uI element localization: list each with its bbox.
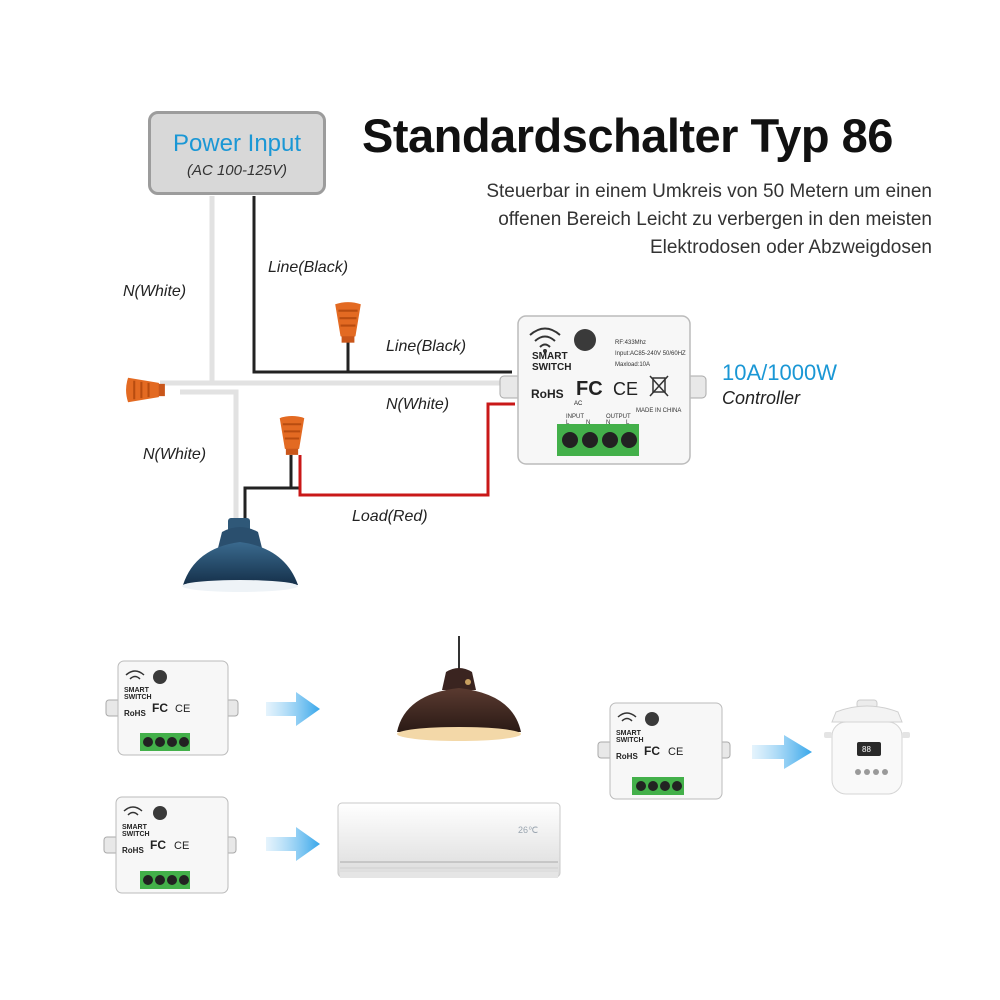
wire-line (243, 196, 512, 525)
arrow-right-icon (752, 735, 812, 769)
controller-rating: 10A/1000W (722, 360, 837, 385)
air-conditioner (337, 802, 561, 878)
label-line-horizontal: Line(Black) (386, 338, 467, 355)
svg-text:RoHS: RoHS (124, 709, 146, 718)
svg-text:RoHS: RoHS (122, 846, 144, 855)
svg-text:SMART: SMART (616, 730, 642, 737)
pendant-lamp-brown (397, 636, 521, 741)
terminal-label-1: L (566, 420, 570, 426)
small-module-2: SMART SWITCH RoHS FC CE (103, 796, 237, 894)
terminal-label-3: N (606, 420, 610, 426)
module-spec-rf: RF:433Mhz (615, 340, 646, 346)
wire-load (298, 402, 515, 497)
power-input-box: Power Input (AC 100-125V) (148, 111, 326, 195)
module-brand-line-1: SMART (532, 351, 568, 362)
svg-text:SWITCH: SWITCH (124, 694, 152, 701)
wire-nut-load (278, 414, 306, 456)
wire-nut-line (334, 300, 362, 344)
svg-text:SWITCH: SWITCH (122, 831, 150, 838)
module-input-label: INPUT (566, 414, 584, 420)
label-neutral-middle: N(White) (386, 396, 450, 413)
page-title: Standardschalter Typ 86 (362, 109, 893, 162)
ac-mark: AC (574, 401, 583, 407)
svg-text:FC: FC (150, 838, 166, 852)
label-neutral-left: N(White) (143, 446, 207, 463)
controller-label: Controller (722, 388, 801, 408)
controller-module (499, 315, 707, 465)
label-neutral-top: N(White) (123, 283, 187, 300)
module-brand-line-2: SWITCH (532, 362, 571, 373)
made-in-label: MADE IN CHINA (636, 408, 681, 414)
svg-text:SMART: SMART (122, 824, 148, 831)
arrow-right-icon (266, 827, 320, 861)
svg-text:SWITCH: SWITCH (616, 737, 644, 744)
svg-text:SMART: SMART (124, 687, 150, 694)
rohs-mark: RoHS (531, 387, 564, 401)
small-module-3: SMART SWITCH RoHS FC CE (597, 702, 731, 800)
svg-text:CE: CE (174, 840, 189, 852)
label-load: Load(Red) (352, 508, 428, 525)
ce-mark: CE (613, 379, 638, 399)
subtitle: Steuerbar in einem Umkreis von 50 Metern… (412, 178, 932, 262)
svg-text:RoHS: RoHS (616, 752, 638, 761)
subtitle-line-3: Elektrodosen oder Abzweigdosen (649, 237, 932, 258)
label-line-vertical: Line(Black) (268, 259, 349, 276)
module-spec-input: Input:AC85-240V 50/60HZ (615, 351, 686, 357)
module-output-label: OUTPUT (606, 414, 631, 420)
svg-text:FC: FC (152, 701, 168, 715)
subtitle-line-1: Steuerbar in einem Umkreis von 50 Metern… (486, 181, 932, 202)
rice-cooker (824, 699, 910, 795)
wire-neutral (160, 196, 512, 525)
cooker-display: 88 (862, 745, 871, 754)
fc-mark: FC (576, 378, 603, 400)
module-spec-maxload: Maxload:10A (615, 362, 650, 368)
wire-nut-neutral (124, 376, 166, 404)
weee-icon (649, 375, 669, 397)
terminal-label-2: N (586, 420, 590, 426)
aircon-display: 26℃ (518, 825, 538, 835)
svg-text:CE: CE (668, 746, 683, 758)
terminal-label-4: L (626, 420, 630, 426)
power-input-title: Power Input (172, 130, 302, 157)
subtitle-line-2: offenen Bereich Leicht zu verbergen in d… (498, 209, 932, 230)
pendant-lamp-blue (182, 518, 298, 592)
svg-text:FC: FC (644, 744, 660, 758)
small-module-1: SMART SWITCH RoHS FC CE (105, 660, 239, 756)
arrow-right-icon (266, 692, 320, 726)
svg-text:CE: CE (175, 703, 190, 715)
power-input-voltage: (AC 100-125V) (186, 162, 288, 179)
